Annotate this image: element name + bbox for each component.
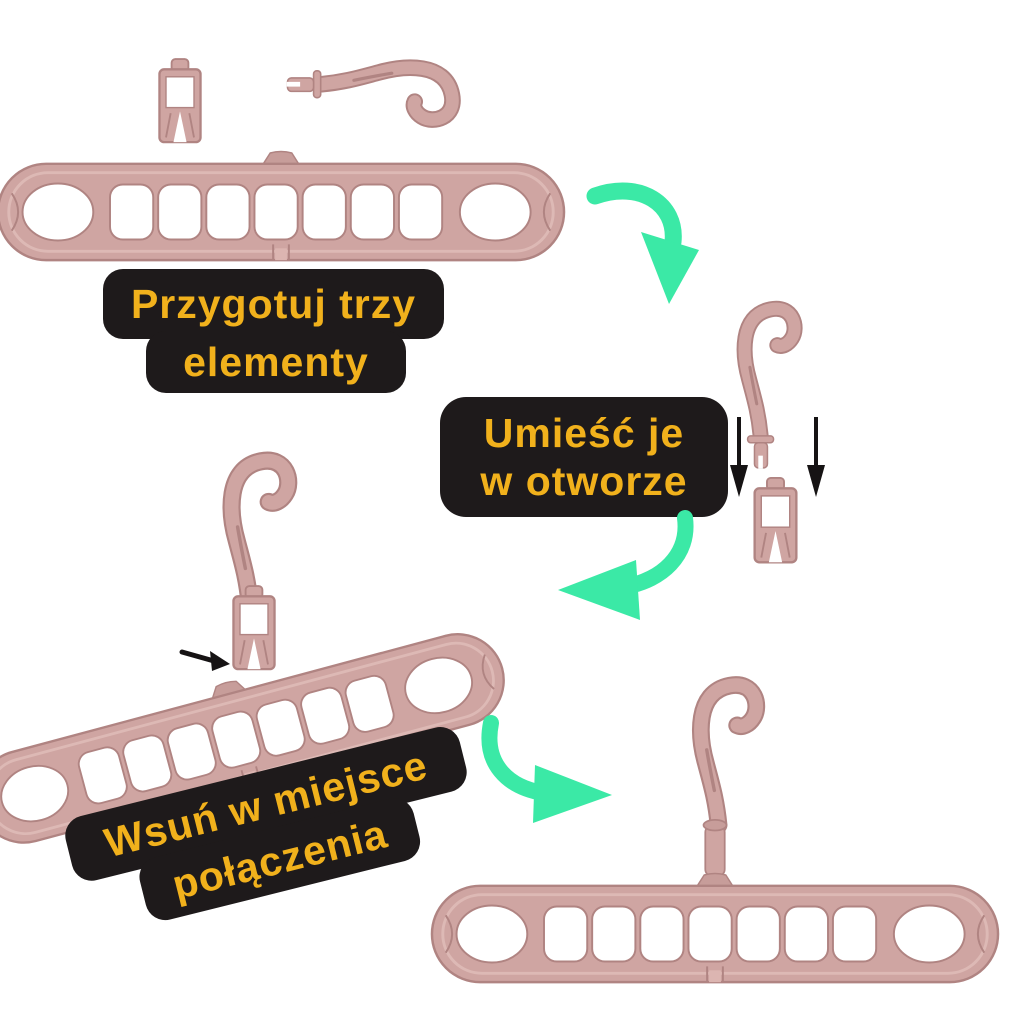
step2-caption: Umieść je w otworze [440,397,728,517]
right-arrow-icon [179,646,232,674]
step2-caption-line1: Umieść je [483,409,685,456]
assembled-hanger-collar [700,818,730,880]
curved-arrow-icon [477,713,617,825]
down-arrow-icon [725,415,830,499]
nine-hole-bar [430,872,1000,994]
connector-clip-part [747,476,804,567]
step1-caption-line1: Przygotuj trzy [103,269,444,339]
connector-clip-part [152,57,208,147]
curved-arrow-icon [585,182,705,307]
step2-caption-line2: w otworze [480,458,688,504]
nine-hole-bar [0,150,566,272]
curved-arrow-icon [548,508,698,630]
connector-clip-part [226,584,282,674]
assembled-hanger-hook [667,662,760,831]
step1-caption-line2: elementy [146,331,406,393]
hook-part [278,36,474,123]
